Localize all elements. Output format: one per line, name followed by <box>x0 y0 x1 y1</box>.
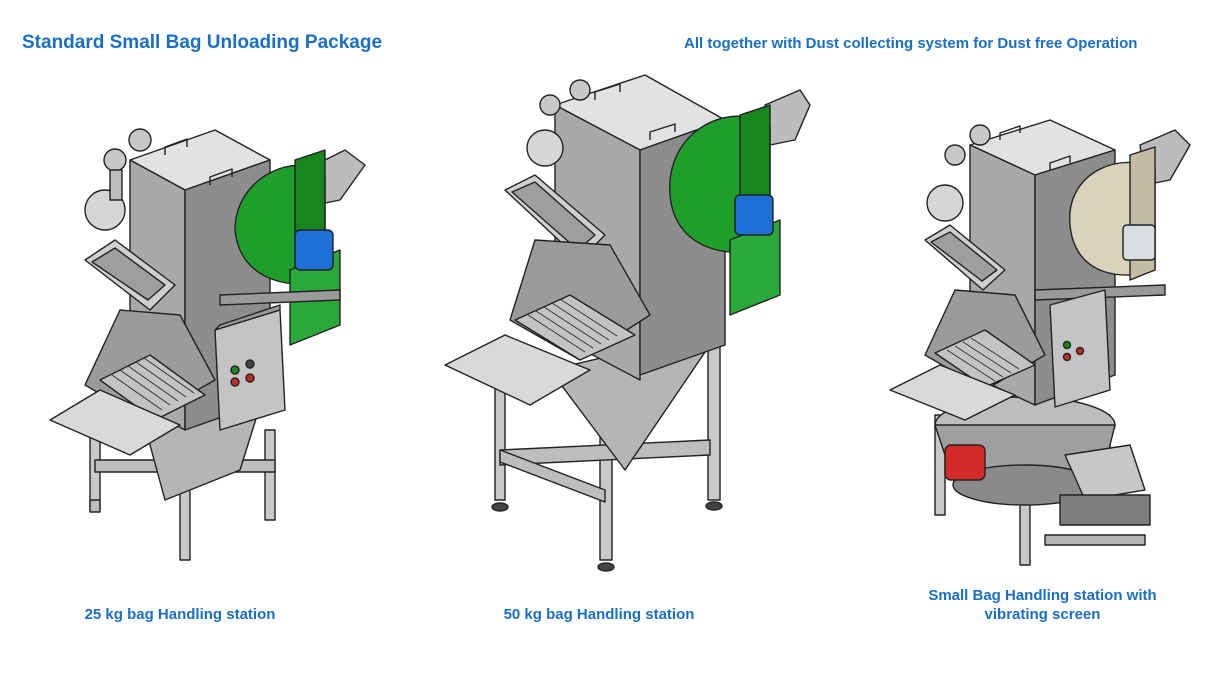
station-50kg-illustration <box>444 74 811 572</box>
motor-blue <box>294 229 334 271</box>
caption-line-1: Small Bag Handling station with <box>928 587 1157 604</box>
station-vibrating-screen-illustration <box>889 119 1191 566</box>
motor-blue <box>734 194 774 236</box>
station-25kg-caption: 25 kg bag Handling station <box>84 606 276 623</box>
station-25kg-illustration <box>49 128 366 561</box>
caption-line-2: vibrating screen <box>984 606 1101 623</box>
page-subtitle: All together with Dust collecting system… <box>684 35 1138 52</box>
page-title: Standard Small Bag Unloading Package <box>22 32 383 53</box>
station-50kg-caption: 50 kg bag Handling station <box>503 606 695 623</box>
motor-grey <box>1122 224 1156 261</box>
vibrator-motor-red <box>944 444 986 481</box>
station-vibrating-screen-caption: Small Bag Handling station with vibratin… <box>910 586 1175 624</box>
